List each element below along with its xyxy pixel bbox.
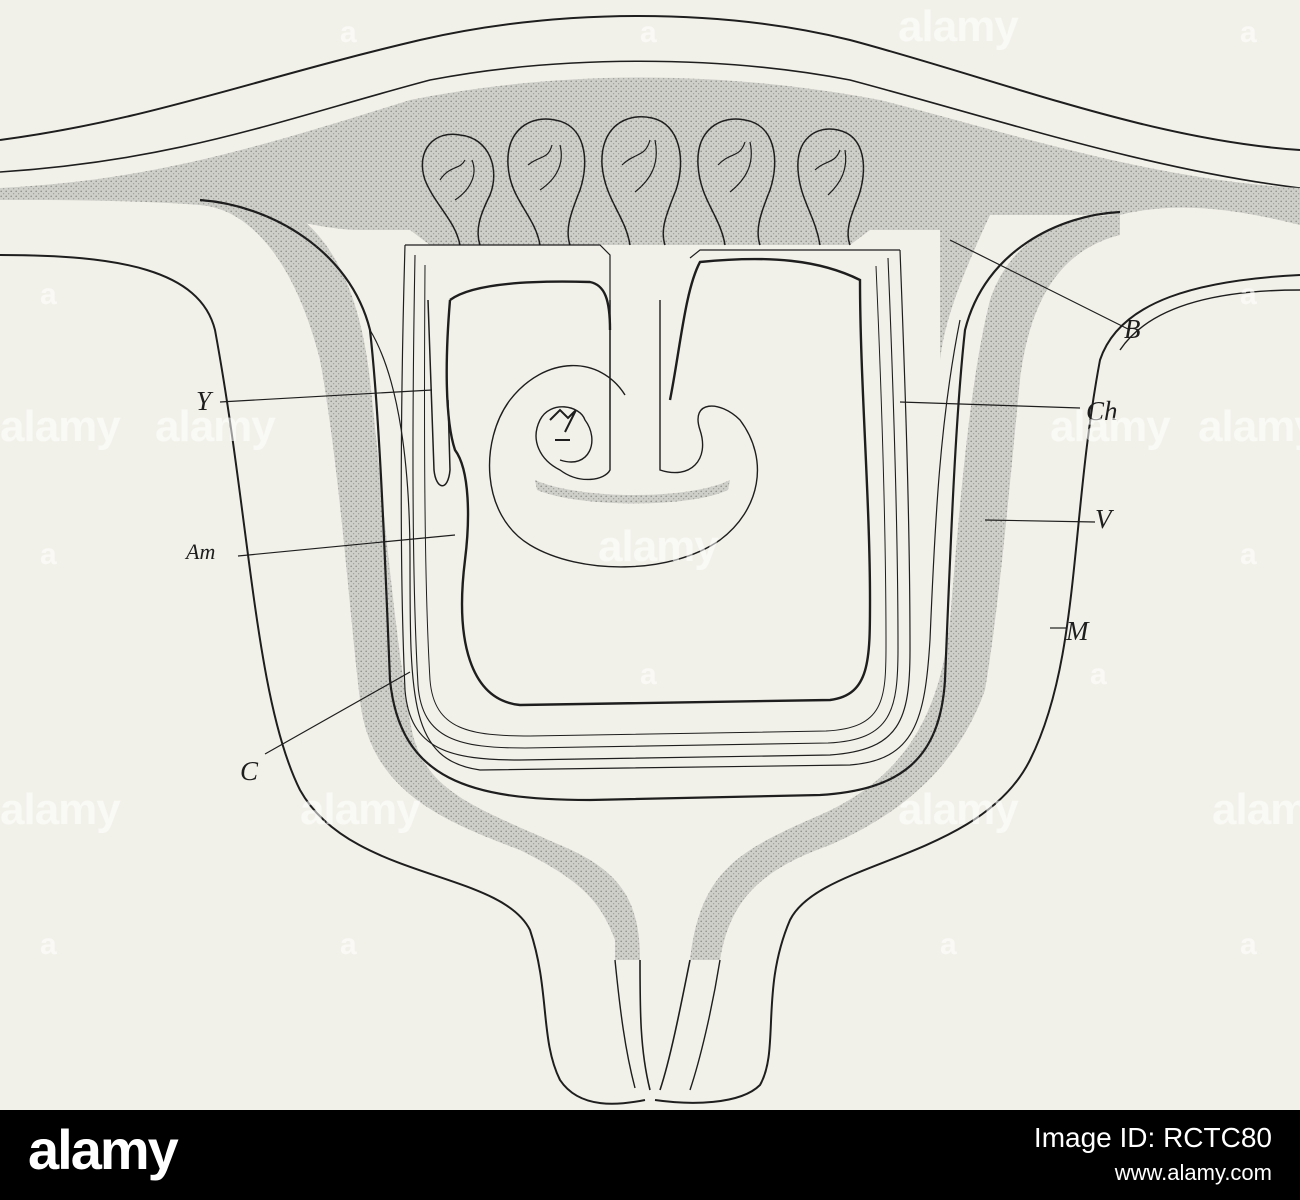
watermark-letter: a (640, 16, 657, 49)
watermark-letter: a (1090, 658, 1107, 691)
watermark-center: alamy (598, 522, 719, 571)
watermark-left-low: alamy (0, 785, 121, 834)
watermark-center-low: alamy (898, 785, 1019, 834)
chorion-layer-2 (412, 254, 899, 749)
watermark-letter: a (40, 928, 57, 961)
label-Ch: Ch (1086, 396, 1118, 426)
leader-B (949, 239, 1131, 331)
decidua-band-right (690, 215, 1120, 960)
stock-footer-bar: alamy Image ID: RCTC80 www.alamy.com (0, 1110, 1300, 1200)
capsule-outer (199, 198, 1121, 802)
canal-right (659, 959, 691, 1091)
watermark-right-low: alamy (1212, 785, 1300, 834)
watermark-letter: a (1240, 928, 1257, 961)
label-Am: Am (186, 539, 216, 564)
embryo-uterus-section-diagram (0, 15, 1300, 1105)
leader-Y (219, 389, 433, 403)
chorion-layer-1 (400, 244, 911, 761)
uterine-wall-right-outer (1119, 289, 1300, 351)
label-V: V (1095, 504, 1112, 534)
outer-wall-line (0, 15, 1300, 151)
amnion (445, 257, 872, 707)
canal-right-outer (689, 959, 721, 1091)
capsule-inner (369, 319, 961, 771)
watermark-letter: a (340, 16, 357, 49)
decidua-band-top (0, 77, 1300, 360)
watermark-letter: a (40, 278, 57, 311)
canal-left-outer (614, 959, 636, 1089)
watermark-mid-left: alamy (155, 402, 276, 451)
watermark-letter: a (640, 658, 657, 691)
chorion-top-left (405, 244, 611, 420)
embryo-stipple (535, 480, 730, 504)
watermark-letter: a (40, 538, 57, 571)
embryo-body (488, 300, 759, 568)
placental-villi (421, 116, 865, 246)
uterine-wall-left (0, 254, 646, 1105)
watermark-letter: a (340, 928, 357, 961)
leader-V (984, 519, 1096, 523)
yolk-sac (427, 299, 451, 487)
chorion-top-right (689, 249, 900, 259)
label-C: C (240, 756, 259, 786)
outer-wall-line-inner (0, 60, 1300, 189)
label-B: B (1124, 314, 1141, 344)
watermark-letter: a (1240, 16, 1257, 49)
watermark-letter: a (1240, 278, 1257, 311)
leader-C (264, 671, 411, 755)
watermark-top-right: alamy (898, 2, 1019, 51)
leader-Am (237, 534, 456, 557)
canal-left (639, 959, 651, 1091)
label-M: M (1066, 616, 1089, 646)
watermark-mid-right: alamy (1050, 402, 1171, 451)
diagram-plate: Y Am C B Ch V M alamy alamy alamy alamy … (0, 0, 1300, 1110)
embryo-heart (549, 408, 577, 441)
decidua-band-left (200, 205, 640, 960)
site-url-link[interactable]: www.alamy.com (1114, 1160, 1272, 1185)
label-Y: Y (196, 386, 212, 416)
chorion-layer-3 (424, 264, 887, 737)
uterine-wall-right (654, 274, 1300, 1104)
watermark-letter: a (940, 928, 957, 961)
watermark-low-center: alamy (300, 785, 421, 834)
watermark-letter: a (1240, 538, 1257, 571)
leader-Ch (899, 401, 1081, 409)
watermark-left-mid: alamy (0, 402, 121, 451)
watermark-right-mid: alamy (1198, 402, 1300, 451)
alamy-logo[interactable]: alamy (28, 1118, 179, 1181)
image-id-text: Image ID: RCTC80 (1033, 1122, 1272, 1153)
